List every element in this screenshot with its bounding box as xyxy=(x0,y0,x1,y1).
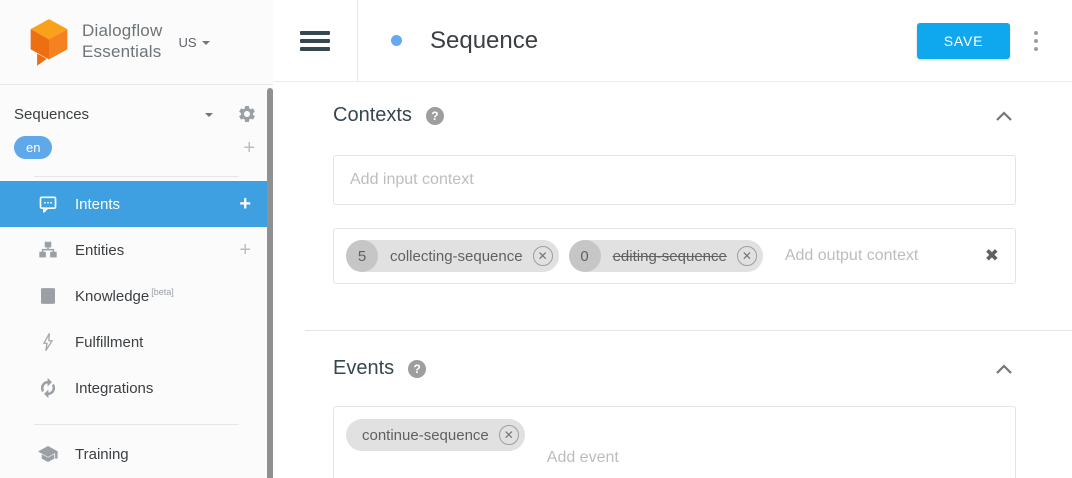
speech-bubble-icon xyxy=(38,194,58,214)
sidebar-item-intents[interactable]: Intents + xyxy=(0,181,273,227)
sidebar-item-knowledge[interactable]: Knowledge[beta] xyxy=(0,273,273,319)
help-icon[interactable]: ? xyxy=(425,106,444,125)
hamburger-menu-icon[interactable] xyxy=(300,27,330,55)
contexts-title: Contexts xyxy=(333,104,412,126)
sidebar-nav: Intents + Entities + xyxy=(0,181,273,477)
context-lifespan[interactable]: 0 xyxy=(568,240,601,272)
remove-context-icon[interactable]: ✕ xyxy=(532,246,553,266)
beta-badge: [beta] xyxy=(151,287,174,297)
sidebar-divider xyxy=(34,176,239,177)
region-selector[interactable]: US xyxy=(178,34,210,50)
sidebar: Dialogflow Essentials US Sequences en + xyxy=(0,0,273,478)
main-panel: Sequence SAVE Contexts ? xyxy=(273,0,1072,478)
context-name: editing-sequence xyxy=(612,247,727,265)
add-intent-button[interactable]: + xyxy=(239,193,251,215)
help-icon[interactable]: ? xyxy=(408,359,427,378)
book-icon xyxy=(38,286,58,306)
input-context-field[interactable] xyxy=(333,155,1016,205)
sitemap-icon xyxy=(38,240,58,260)
sidebar-divider xyxy=(34,424,239,425)
contexts-section: Contexts ? 5 collecting-sequence ✕ xyxy=(273,82,1072,284)
sidebar-item-label: Training xyxy=(75,445,129,463)
sync-arrows-icon xyxy=(38,377,58,399)
event-chip: continue-sequence ✕ xyxy=(346,419,525,451)
topbar: Sequence SAVE xyxy=(273,0,1072,82)
add-entity-button[interactable]: + xyxy=(239,239,251,261)
save-button[interactable]: SAVE xyxy=(917,22,1010,59)
region-label: US xyxy=(178,34,197,50)
language-badge[interactable]: en xyxy=(14,136,53,159)
sidebar-item-label: Integrations xyxy=(75,379,154,397)
collapse-chevron-up-icon[interactable] xyxy=(994,362,1014,376)
input-context-input[interactable] xyxy=(334,171,1015,189)
topbar-divider xyxy=(357,0,358,81)
brand-header: Dialogflow Essentials US xyxy=(0,0,273,85)
sidebar-item-label: Intents xyxy=(75,195,121,213)
lightning-bolt-icon xyxy=(38,332,58,352)
graduation-cap-icon xyxy=(37,444,58,464)
events-title: Events xyxy=(333,357,395,379)
context-name: collecting-sequence xyxy=(390,247,523,265)
agent-settings-gear-icon[interactable] xyxy=(237,104,257,124)
events-field[interactable]: continue-sequence ✕ Add event xyxy=(333,406,1016,478)
intent-status-dot xyxy=(391,35,402,46)
sidebar-item-fulfillment[interactable]: Fulfillment xyxy=(0,319,273,365)
sidebar-item-label: Fulfillment xyxy=(75,333,144,351)
dialogflow-logo-icon xyxy=(30,19,68,66)
section-divider xyxy=(305,330,1072,331)
add-language-button[interactable]: + xyxy=(243,136,255,159)
more-options-kebab-icon[interactable] xyxy=(1034,29,1038,53)
clear-contexts-x-icon[interactable]: ✖ xyxy=(984,246,999,265)
sidebar-item-label: Entities xyxy=(75,241,125,259)
sidebar-item-entities[interactable]: Entities + xyxy=(0,227,273,273)
remove-context-icon[interactable]: ✕ xyxy=(736,246,757,266)
chevron-down-icon xyxy=(201,41,210,45)
sidebar-item-training[interactable]: Training xyxy=(0,431,273,477)
output-context-field[interactable]: 5 collecting-sequence ✕ 0 editing-sequen… xyxy=(333,228,1016,284)
output-context-chip: 5 collecting-sequence ✕ xyxy=(346,240,559,272)
sidebar-scrollbar[interactable] xyxy=(267,88,273,478)
brand-name: Dialogflow Essentials xyxy=(82,21,163,61)
intent-editor: Contexts ? 5 collecting-sequence ✕ xyxy=(273,82,1072,478)
context-lifespan[interactable]: 5 xyxy=(346,240,378,272)
sidebar-item-integrations[interactable]: Integrations xyxy=(0,365,273,411)
events-header: Events ? xyxy=(333,331,1016,380)
agent-selector-row: Sequences xyxy=(0,85,273,124)
language-row: en + xyxy=(0,124,273,163)
event-name: continue-sequence xyxy=(362,426,489,444)
agent-name[interactable]: Sequences xyxy=(14,105,90,123)
add-event-placeholder[interactable]: Add event xyxy=(546,449,619,466)
output-context-chip: 0 editing-sequence ✕ xyxy=(568,240,763,272)
output-context-placeholder[interactable]: Add output context xyxy=(784,247,919,264)
events-section: Events ? continue-sequence ✕ Add event xyxy=(273,331,1072,478)
sidebar-item-label: Knowledge[beta] xyxy=(75,287,174,305)
agent-chevron-down-icon[interactable] xyxy=(205,113,213,117)
intent-name-title[interactable]: Sequence xyxy=(430,26,539,54)
contexts-header: Contexts ? xyxy=(333,82,1016,127)
remove-event-icon[interactable]: ✕ xyxy=(498,425,519,445)
collapse-chevron-up-icon[interactable] xyxy=(994,109,1014,123)
